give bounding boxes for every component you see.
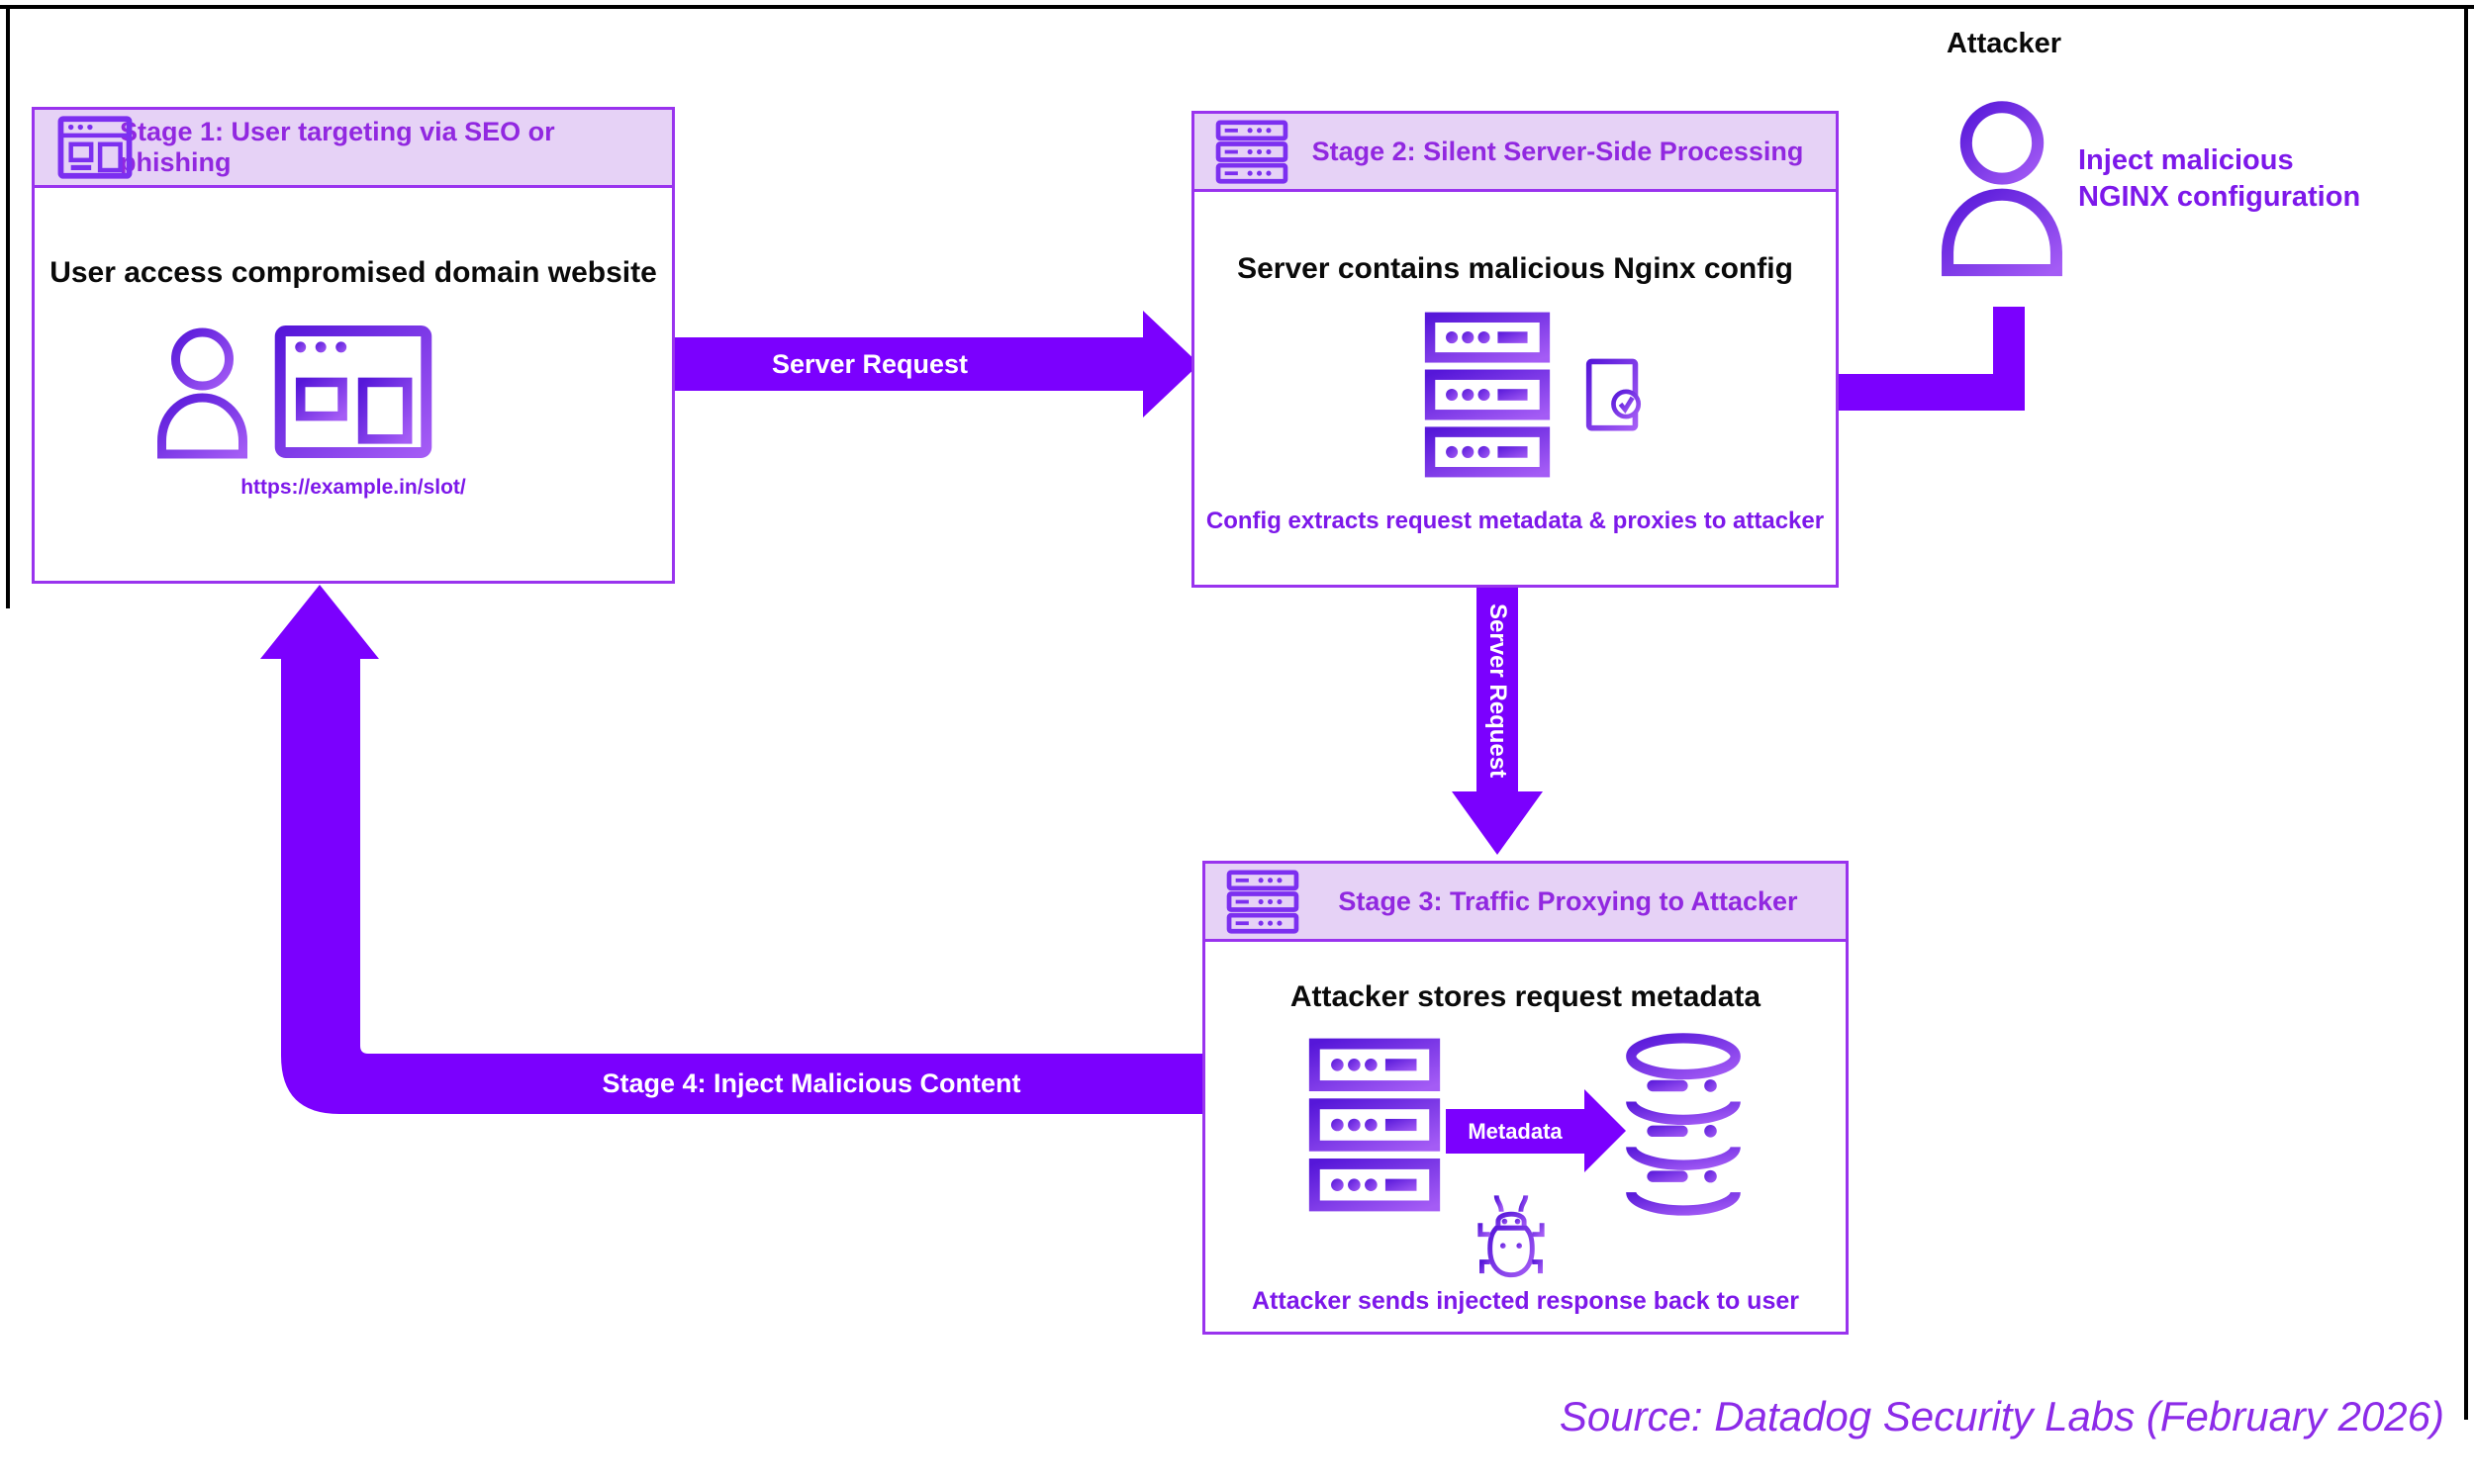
frame-left-line bbox=[6, 5, 10, 608]
malicious-server-icon bbox=[1424, 312, 1551, 478]
stage1-heading: User access compromised domain website bbox=[49, 256, 657, 289]
compromised-url: https://example.in/slot/ bbox=[240, 476, 466, 499]
compromised-website-icon bbox=[274, 325, 432, 458]
browser-icon bbox=[57, 116, 133, 179]
server-rack-icon bbox=[1215, 120, 1288, 184]
stage2-header: Stage 2: Silent Server-Side Processing bbox=[1194, 114, 1836, 192]
server-request-arrow-label: Server Request bbox=[597, 337, 1143, 391]
bug-icon bbox=[1476, 1195, 1546, 1278]
stage3-caption: Attacker sends injected response back to… bbox=[1252, 1287, 1799, 1315]
proxy-server-icon bbox=[1308, 1038, 1441, 1212]
metadata-text: Metadata bbox=[1468, 1118, 1563, 1144]
stage2-title: Stage 2: Silent Server-Side Processing bbox=[1311, 136, 1804, 166]
stage4-elbow-arrow bbox=[260, 585, 1202, 1114]
config-document-check-icon bbox=[1585, 358, 1642, 431]
server-request-vertical-label: Server Request bbox=[1476, 592, 1518, 789]
stage2-caption: Config extracts request metadata & proxi… bbox=[1205, 508, 1825, 534]
attacker-action-line1: Inject malicious bbox=[2078, 144, 2294, 176]
stage2-box: Stage 2: Silent Server-Side Processing S… bbox=[1191, 111, 1839, 588]
database-icon bbox=[1626, 1033, 1741, 1216]
server-rack-icon bbox=[1226, 870, 1299, 934]
frame-top-line bbox=[0, 5, 2474, 9]
stage3-header: Stage 3: Traffic Proxying to Attacker bbox=[1205, 864, 1846, 942]
stage4-arrow-label: Stage 4: Inject Malicious Content bbox=[416, 1057, 1207, 1111]
stage1-title: Stage 1: User targeting via SEO or phish… bbox=[120, 117, 555, 177]
attacker-label: Attacker bbox=[1946, 28, 2062, 59]
server-request-text: Server Request bbox=[771, 348, 969, 379]
server-request-vertical-body bbox=[1476, 586, 1518, 791]
user-person-icon bbox=[157, 327, 247, 459]
attacker-action-line2: NGINX configuration bbox=[2078, 181, 2361, 213]
stage2-heading: Server contains malicious Nginx config bbox=[1237, 252, 1793, 285]
stage3-box: Stage 3: Traffic Proxying to Attacker At… bbox=[1202, 861, 1849, 1335]
source-attribution: Source: Datadog Security Labs (February … bbox=[1559, 1393, 2444, 1439]
metadata-arrow-head bbox=[1584, 1089, 1626, 1172]
metadata-arrow-body bbox=[1446, 1109, 1584, 1154]
stage1-header: Stage 1: User targeting via SEO or phish… bbox=[35, 110, 672, 188]
stage4-arrow-text: Stage 4: Inject Malicious Content bbox=[602, 1068, 1021, 1098]
server-request-vertical-text: Server Request bbox=[1484, 603, 1511, 779]
frame-right-line bbox=[2464, 5, 2468, 1420]
stage3-heading: Attacker stores request metadata bbox=[1289, 980, 1761, 1013]
server-request-arrow-body bbox=[597, 337, 1143, 391]
server-request-vertical-head bbox=[1452, 791, 1543, 855]
metadata-arrow-label: Metadata bbox=[1446, 1109, 1584, 1154]
attacker-action-text: Inject malicious NGINX configuration bbox=[2078, 142, 2360, 216]
stage1-box: Stage 1: User targeting via SEO or phish… bbox=[32, 107, 675, 584]
attacker-person-icon bbox=[1942, 101, 2062, 277]
server-request-arrow-head bbox=[1143, 311, 1199, 417]
stage3-title: Stage 3: Traffic Proxying to Attacker bbox=[1338, 885, 1798, 916]
